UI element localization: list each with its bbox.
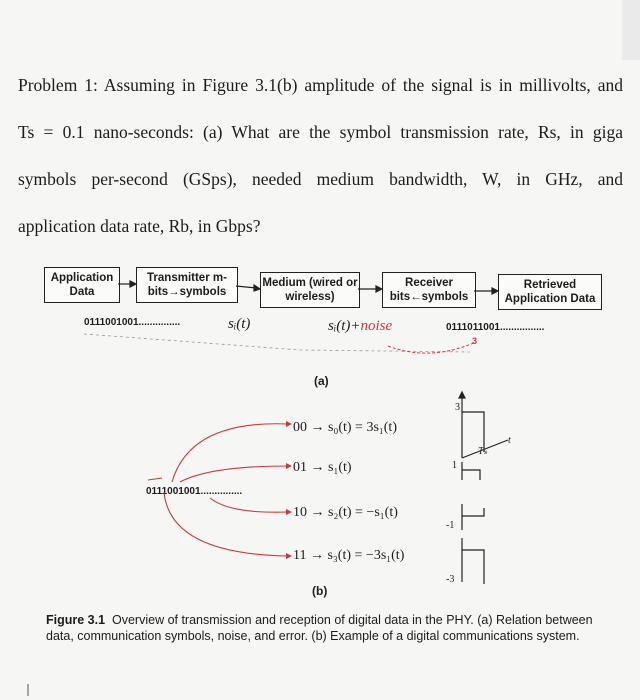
mapping-00: 00 → s₀(t) = 3s₁(t) <box>293 420 397 435</box>
received-signal-label: sᵢ(t)+ <box>328 318 361 334</box>
received-signal: sᵢ(t)+noise <box>328 318 392 335</box>
arrow-to-11 <box>163 491 289 557</box>
waveform-s2 <box>462 508 485 517</box>
problem-text: Problem 1: Assuming in Figure 3.1(b) amp… <box>18 62 623 250</box>
arrowhead-rx-retrieved <box>491 287 500 295</box>
tick-1: 1 <box>452 460 457 471</box>
tick-neg-3: -3 <box>446 574 455 585</box>
waveform-s3 <box>462 549 485 584</box>
arrow-tail <box>147 477 163 481</box>
application-data-block: Application Data <box>44 267 120 303</box>
arrow-to-10 <box>209 497 289 513</box>
problem-line-3: symbols per-second (GSps), needed medium… <box>18 169 623 189</box>
received-bits: 0111011001................ <box>446 322 545 333</box>
bits-b: 0111001001............... <box>146 486 243 497</box>
arrowhead-medium-rx <box>375 285 384 293</box>
label-a: (a) <box>314 374 329 388</box>
caption-text: Overview of transmission and reception o… <box>46 613 593 643</box>
transmitted-signal: sᵢ(t) <box>228 316 251 332</box>
transmitted-bits: 0111001001............... <box>84 317 181 328</box>
arrowhead-10 <box>286 509 292 515</box>
tick-neg-1: -1 <box>446 520 455 531</box>
problem-line-1: Problem 1: Assuming in Figure 3.1(b) amp… <box>18 75 623 95</box>
dashed-signal-path <box>83 333 471 353</box>
tick-3: 3 <box>455 402 460 413</box>
arrow-to-00 <box>171 423 289 483</box>
axis-y-s0-head <box>458 390 466 399</box>
waveform-s1 <box>462 469 481 480</box>
mapping-11: 11 → s₃(t) = −3s₁(t) <box>293 548 405 563</box>
problem-line-4: application data rate, Rb, in Gbps? <box>18 216 261 236</box>
arrowhead-00 <box>286 421 292 427</box>
arrowhead-11 <box>286 553 292 559</box>
label-b: (b) <box>312 584 328 598</box>
waveform-s0 <box>462 411 485 452</box>
problem-line-2: Ts = 0.1 nano-seconds: (a) What are the … <box>18 122 623 142</box>
tick-t: t <box>508 435 511 446</box>
arrow-to-01 <box>179 465 289 483</box>
tick-ts: Tₛ <box>478 446 488 457</box>
noise-curve <box>387 341 477 354</box>
arrowhead-tx-medium <box>253 283 262 292</box>
transmitter-block: Transmitter m-bits→symbols <box>136 267 238 303</box>
arrow-tx-medium <box>235 285 257 289</box>
page-corner <box>622 0 640 60</box>
mapping-10: 10 → s₂(t) = −s₁(t) <box>293 505 398 520</box>
mapping-01: 01 → s₁(t) <box>293 460 352 475</box>
axis-t <box>461 439 509 459</box>
caption-title: Figure 3.1 <box>46 613 106 627</box>
noise-label: noise <box>360 318 393 334</box>
retrieved-data-block: Retrieved Application Data <box>498 274 602 310</box>
medium-block: Medium (wired or wireless) <box>260 272 360 308</box>
receiver-block: Receiver bits←symbols <box>382 272 476 308</box>
figure-caption: Figure 3.1 Overview of transmission and … <box>46 612 594 644</box>
arrowhead-01 <box>286 463 292 469</box>
arrowhead-app-tx <box>129 280 138 288</box>
noise-error-mark: 3 <box>472 336 478 346</box>
